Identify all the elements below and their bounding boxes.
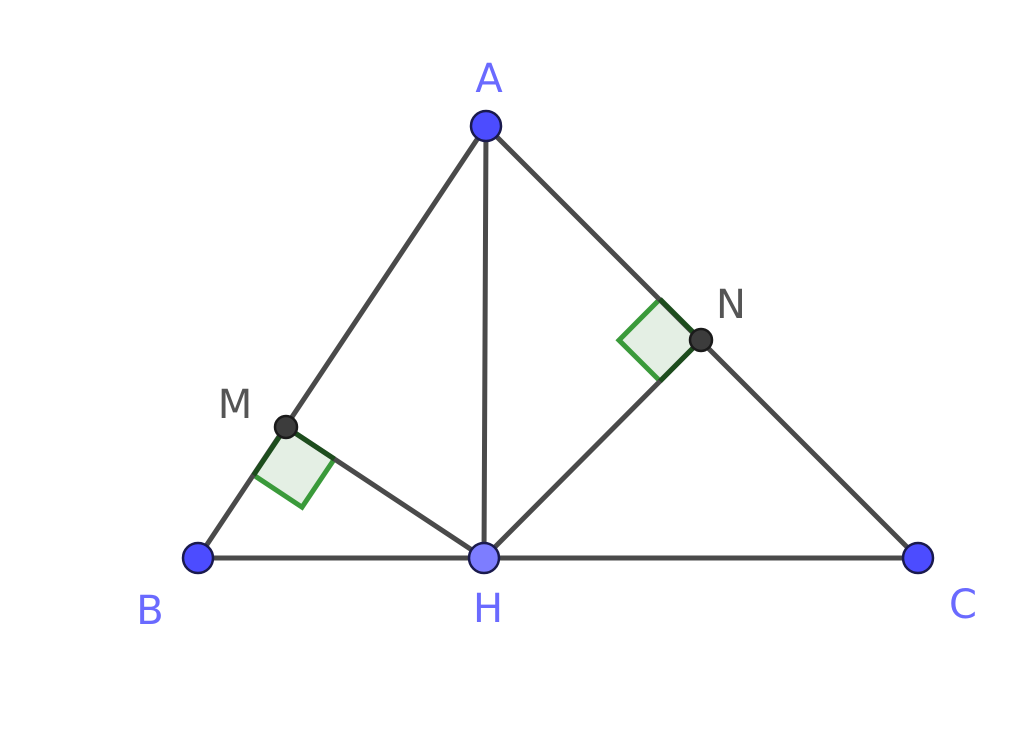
point-h[interactable] (467, 541, 501, 575)
right-angle-marker-m (252, 427, 337, 511)
point-n[interactable] (688, 327, 714, 353)
point-b[interactable] (181, 541, 215, 575)
label-a: A (475, 56, 503, 102)
label-m: M (218, 382, 253, 428)
point-c[interactable] (901, 541, 935, 575)
label-h: H (473, 586, 503, 632)
point-m[interactable] (273, 414, 299, 440)
right-angle-markers (252, 297, 701, 511)
right-angle-marker-n (615, 297, 701, 383)
segments (195, 123, 921, 561)
point-a[interactable] (469, 109, 503, 143)
segment-ab[interactable] (195, 123, 489, 561)
label-c: C (949, 582, 977, 628)
label-n: N (716, 282, 746, 328)
point-labels: A B C H M N (136, 56, 977, 634)
points (181, 109, 935, 575)
label-b: B (136, 588, 163, 634)
segment-ah[interactable] (481, 123, 489, 561)
